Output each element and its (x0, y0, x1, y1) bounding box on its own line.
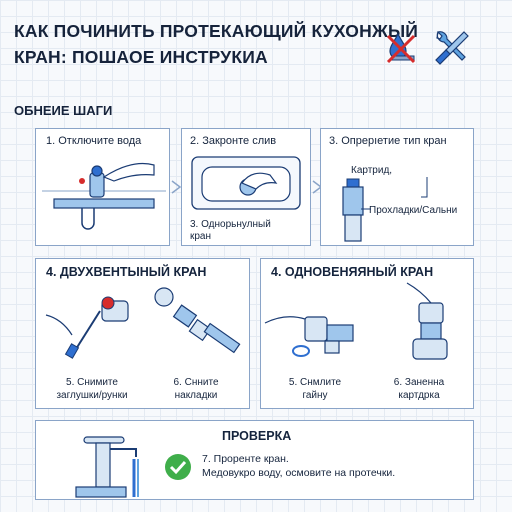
page-title: КАК ПОЧИНИТЬ ПРОТЕКАЮЩИЙ КУХОНЖЫЙ КРАН: … (14, 18, 419, 70)
arrow-icon (171, 180, 182, 194)
two-valve-card: 4. ДВУХВЕНТЫНЫЙ КРАН 5. Снимите заглушки… (35, 258, 250, 409)
one-valve-title: 4. ОДНОВЕНЯЯНЫЙ КРАН (271, 265, 434, 279)
step-3-part-cartridge: Картрид, (351, 165, 393, 176)
nut-removal-illustration (264, 316, 354, 357)
one-valve-step-a-line-2: гайну (302, 390, 328, 401)
no-water-drop-icon (386, 32, 416, 64)
step-2-sub-line-2: кран (190, 231, 212, 242)
step-3-title: 3. Опрерıетие тип кран (329, 135, 447, 147)
check-card: ПРОВЕРКА 7. Проренте кран. Медовукро вод… (35, 420, 474, 500)
step-2-title: 2. Закронте слив (190, 135, 277, 147)
cartridge-illustration (342, 178, 364, 242)
two-valve-title: 4. ДВУХВЕНТЫНЫЙ КРАН (46, 265, 207, 279)
handle-cap-illustration (45, 296, 129, 359)
two-valve-step-b-line-1: 6. Снните (173, 377, 219, 388)
one-valve-step-a-line-1: 5. Снмлите (288, 377, 342, 388)
running-faucet-illustration (75, 436, 139, 498)
step-3-part-gaskets: Прохладки/Сальни (369, 205, 458, 216)
title-line-2: КРАН: ПОШАОЕ ИНСТРУКИА (14, 47, 268, 67)
faucet-shutoff-illustration (42, 162, 166, 230)
cover-removal-illustration (154, 287, 241, 354)
check-title: ПРОВЕРКА (222, 429, 292, 443)
step-1-card: 1. Отключите вода (35, 128, 170, 246)
check-line-1: 7. Проренте кран. (202, 453, 289, 465)
pointer-lines (361, 177, 428, 210)
one-valve-card: 4. ОДНОВЕНЯЯНЫЙ КРАН 5. Снмлите гайну 6.… (260, 258, 474, 409)
step-1-title: 1. Отключите вода (46, 135, 142, 147)
check-line-2: Медовукро воду, осмовите на протечки. (202, 467, 396, 479)
two-valve-step-a-line-1: 5. Снимите (66, 377, 118, 388)
one-valve-step-b-line-2: картдрка (398, 390, 440, 401)
step-2-card: 2. Закронте слив 3. Однорьнулный кран (181, 128, 311, 246)
step-3-card: 3. Опрерıетие тип кран Картрид, Прохладк… (320, 128, 474, 246)
two-valve-step-b-line-2: накладки (174, 390, 218, 401)
wrench-screwdriver-icon (435, 31, 469, 65)
section-title: ОБНЕИЕ ШАГИ (14, 103, 113, 118)
two-valve-step-a-line-2: заглушки/рунки (56, 390, 128, 401)
sink-drain-illustration (191, 156, 301, 210)
check-icon (165, 454, 191, 480)
cartridge-replace-illustration (406, 282, 448, 360)
step-2-sub-line-1: 3. Однорьнулный (190, 219, 271, 230)
one-valve-step-b-line-1: 6. Заненна (393, 377, 445, 388)
title-line-1: КАК ПОЧИНИТЬ ПРОТЕКАЮЩИЙ КУХОНЖЫЙ (14, 21, 419, 41)
